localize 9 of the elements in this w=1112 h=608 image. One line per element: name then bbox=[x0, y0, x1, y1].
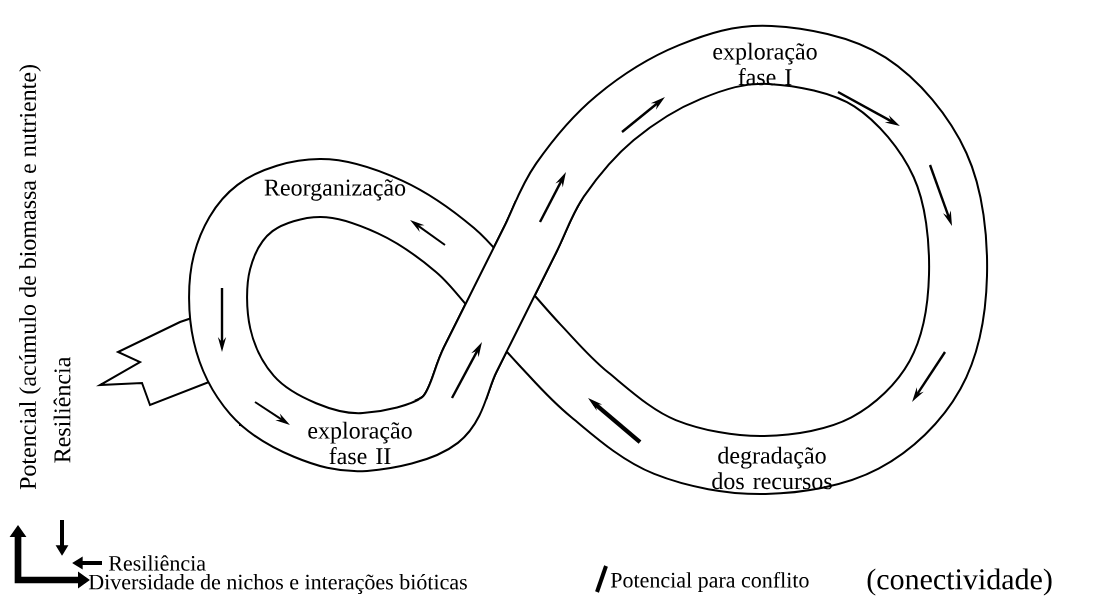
axis-label: Resiliência bbox=[53, 357, 71, 463]
phase-label: exploração fase II bbox=[308, 421, 412, 465]
axis-label: Resiliência bbox=[108, 555, 206, 571]
axis-label: Diversidade de nichos e interações bióticas bbox=[88, 574, 467, 594]
axis-label: Potencial para conflito bbox=[610, 571, 809, 593]
phase-label: Reorganização bbox=[264, 179, 406, 201]
axis-label: (conectividade) bbox=[867, 568, 1052, 596]
axis-label: Potencial (acúmulo de biomassa e nutriente) bbox=[19, 65, 41, 490]
phase-label: degradação dos recursos bbox=[712, 446, 832, 490]
